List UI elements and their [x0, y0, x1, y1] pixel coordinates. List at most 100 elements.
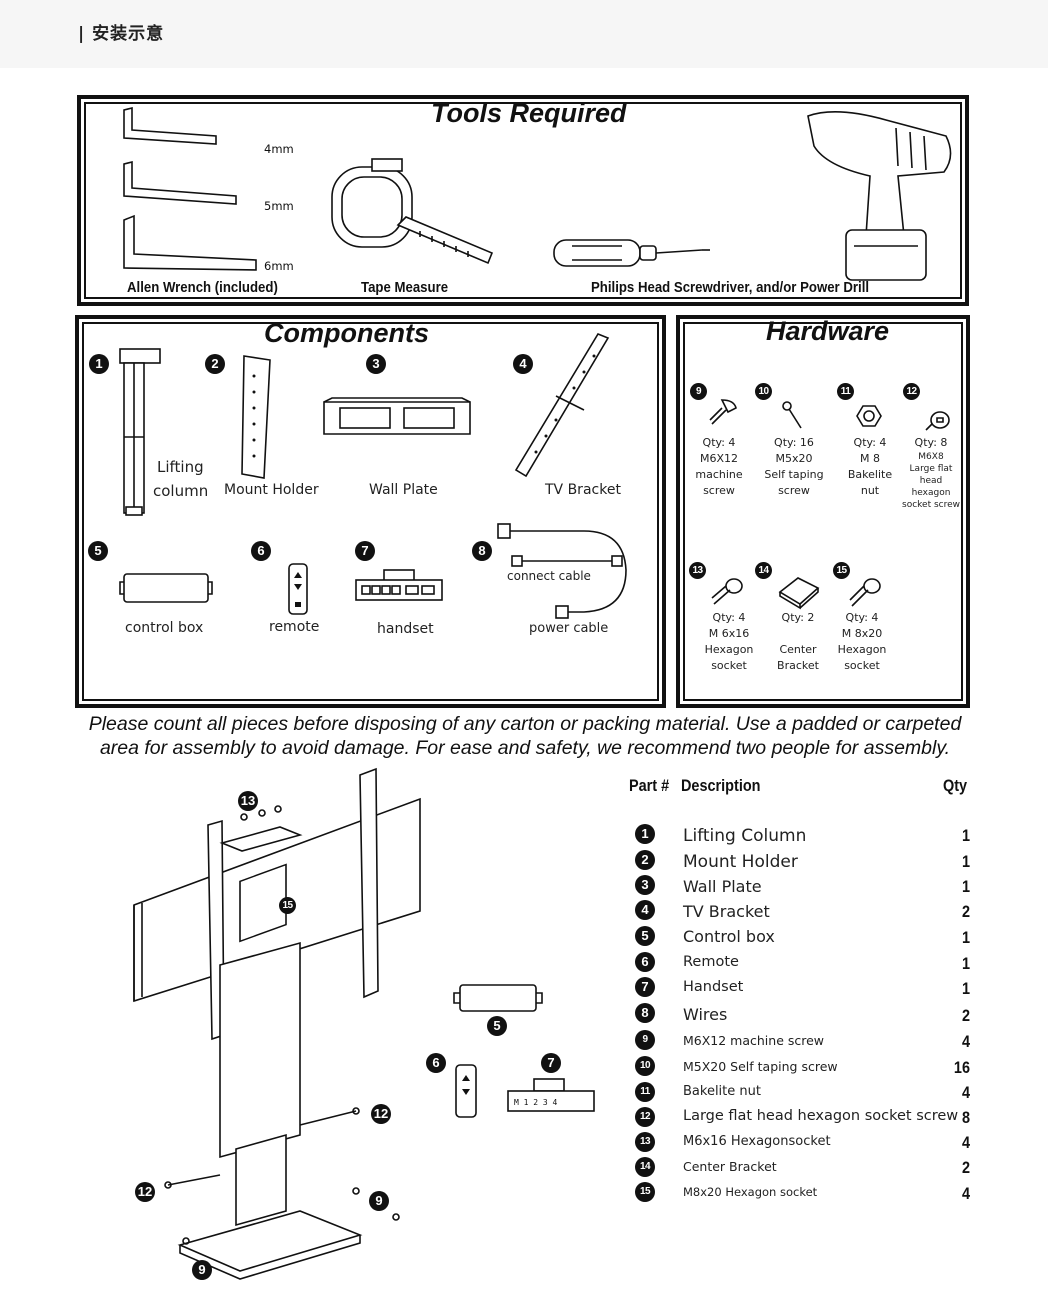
hardware-9-line3: screw — [703, 484, 735, 497]
hardware-panel — [676, 315, 970, 708]
center-bracket-icon — [778, 577, 820, 610]
parts-row-14-qty: 2 — [961, 1158, 970, 1177]
hardware-10-line2: Self taping — [764, 468, 824, 481]
hardware-10-line3: screw — [778, 484, 810, 497]
components-heading: Components — [264, 318, 429, 348]
diagram-callout-13: 13 — [238, 791, 258, 811]
diagram-callout-7: 7 — [541, 1053, 561, 1073]
wrench-size-4mm: 4mm — [264, 142, 294, 156]
control-box-illustration — [119, 573, 213, 603]
parts-row-12-qty: 8 — [961, 1108, 970, 1127]
hardware-12-line4: socket screw — [902, 500, 960, 510]
hardware-badge-15: 15 — [833, 562, 850, 579]
parts-row-11-num: 11 — [635, 1082, 655, 1102]
hex-socket-m8x20-icon — [849, 578, 881, 607]
diagram-callout-12-right: 12 — [371, 1104, 391, 1124]
parts-row-1-qty: 1 — [961, 826, 970, 845]
components-panel — [75, 315, 666, 708]
hardware-13-line2: Hexagon — [704, 643, 754, 656]
mount-holder-illustration — [241, 355, 271, 479]
hardware-13-line3: socket — [711, 659, 747, 672]
power-drill-illustration — [807, 111, 952, 281]
flat-head-socket-screw-icon — [925, 411, 950, 431]
hardware-11-line3: nut — [860, 484, 880, 497]
hardware-11-qty: Qty: 4 — [853, 436, 887, 449]
diagram-callout-12-left: 12 — [135, 1182, 155, 1202]
component-label-lifting-column-1: Lifting — [157, 458, 204, 476]
diagram-callout-6: 6 — [426, 1053, 446, 1073]
diagram-handset-keys: M 1 2 3 4 — [514, 1098, 558, 1107]
hardware-12-line2: Large flat — [909, 464, 953, 474]
parts-row-12-num: 12 — [635, 1107, 655, 1127]
parts-header-qty: Qty — [943, 776, 968, 795]
parts-row-1-desc: Lifting Column — [683, 826, 807, 846]
hardware-13-qty: Qty: 4 — [712, 611, 746, 624]
tape-measure-label: Tape Measure — [361, 279, 449, 296]
parts-row-13-desc: M6x16 Hexagonsocket — [683, 1134, 831, 1149]
hardware-11-line1: M 8 — [860, 452, 880, 465]
parts-row-9-qty: 4 — [961, 1032, 970, 1051]
wrench-size-6mm: 6mm — [264, 259, 294, 273]
parts-row-3-qty: 1 — [961, 877, 970, 896]
component-badge-7: 7 — [355, 541, 375, 561]
component-badge-2: 2 — [205, 354, 225, 374]
hardware-15-qty: Qty: 4 — [845, 611, 879, 624]
parts-row-5-qty: 1 — [961, 928, 970, 947]
parts-row-8-qty: 2 — [961, 1006, 970, 1025]
hardware-13-text: Qty: 4 M 6x16 Hexagon socket — [700, 610, 758, 674]
hardware-12-line3: head hexagon — [911, 476, 951, 498]
parts-row-7-num: 7 — [635, 977, 655, 997]
parts-header-part: Part # — [629, 776, 670, 795]
component-badge-6: 6 — [251, 541, 271, 561]
parts-row-10-num: 10 — [635, 1056, 655, 1076]
hardware-9-line2: machine — [695, 468, 743, 481]
parts-row-12-desc: Large flat head hexagon socket screw — [683, 1108, 959, 1124]
screwdriver-drill-label: Philips Head Screwdriver, and/or Power D… — [591, 279, 870, 296]
diagram-callout-9-right: 9 — [369, 1191, 389, 1211]
page-title: | 安装示意 — [78, 24, 165, 44]
component-label-connect-cable: connect cable — [507, 569, 591, 583]
component-label-tv-bracket: TV Bracket — [545, 482, 621, 498]
parts-row-2-num: 2 — [635, 850, 655, 870]
hardware-11-line2: Bakelite — [847, 468, 893, 481]
hardware-14-text: Qty: 2 Center Bracket — [770, 610, 826, 674]
hardware-9-qty: Qty: 4 — [702, 436, 736, 449]
wrench-size-5mm: 5mm — [264, 199, 294, 213]
hardware-badge-13: 13 — [689, 562, 706, 579]
screwdriver-illustration — [553, 239, 710, 267]
component-label-handset: handset — [377, 621, 434, 637]
hardware-12-text: Qty: 8 M6X8 Large flat head hexagon sock… — [900, 435, 962, 511]
bakelite-nut-icon — [856, 405, 882, 427]
parts-row-4-qty: 2 — [961, 902, 970, 921]
parts-row-3-desc: Wall Plate — [683, 877, 762, 896]
parts-row-2-qty: 1 — [961, 852, 970, 871]
hardware-10-line1: M5x20 — [775, 452, 813, 465]
parts-row-15-desc: M8x20 Hexagon socket — [683, 1185, 818, 1199]
hardware-15-line1: M 8x20 — [841, 627, 883, 640]
parts-row-6-num: 6 — [635, 952, 655, 972]
hardware-15-line3: socket — [844, 659, 880, 672]
assembly-note-line1: Please count all pieces before disposing… — [88, 713, 962, 735]
component-label-mount-holder: Mount Holder — [224, 482, 319, 498]
lifting-column-illustration — [119, 348, 161, 516]
hardware-14-qty: Qty: 2 — [781, 611, 815, 624]
hardware-9-line1: M6X12 — [699, 452, 739, 465]
parts-row-10-qty: 16 — [953, 1058, 970, 1077]
hardware-badge-9: 9 — [690, 383, 707, 400]
parts-row-6-qty: 1 — [961, 954, 970, 973]
component-label-power-cable: power cable — [529, 621, 609, 636]
diagram-callout-5: 5 — [487, 1016, 507, 1036]
component-badge-5: 5 — [88, 541, 108, 561]
parts-row-4-num: 4 — [635, 900, 655, 920]
hardware-14-line1: Center — [779, 643, 817, 656]
assembly-diagram: M 1 2 3 4 — [133, 767, 595, 1280]
assembly-note: Please count all pieces before disposing… — [60, 712, 990, 760]
parts-row-5-desc: Control box — [683, 927, 775, 946]
wall-plate-illustration — [323, 397, 471, 435]
parts-row-8-num: 8 — [635, 1003, 655, 1023]
diagram-callout-15: 15 — [279, 897, 296, 914]
parts-row-10-desc: M5X20 Self taping screw — [683, 1059, 838, 1074]
parts-row-4-desc: TV Bracket — [683, 902, 770, 921]
parts-row-8-desc: Wires — [683, 1005, 728, 1024]
parts-row-1-num: 1 — [635, 824, 655, 844]
